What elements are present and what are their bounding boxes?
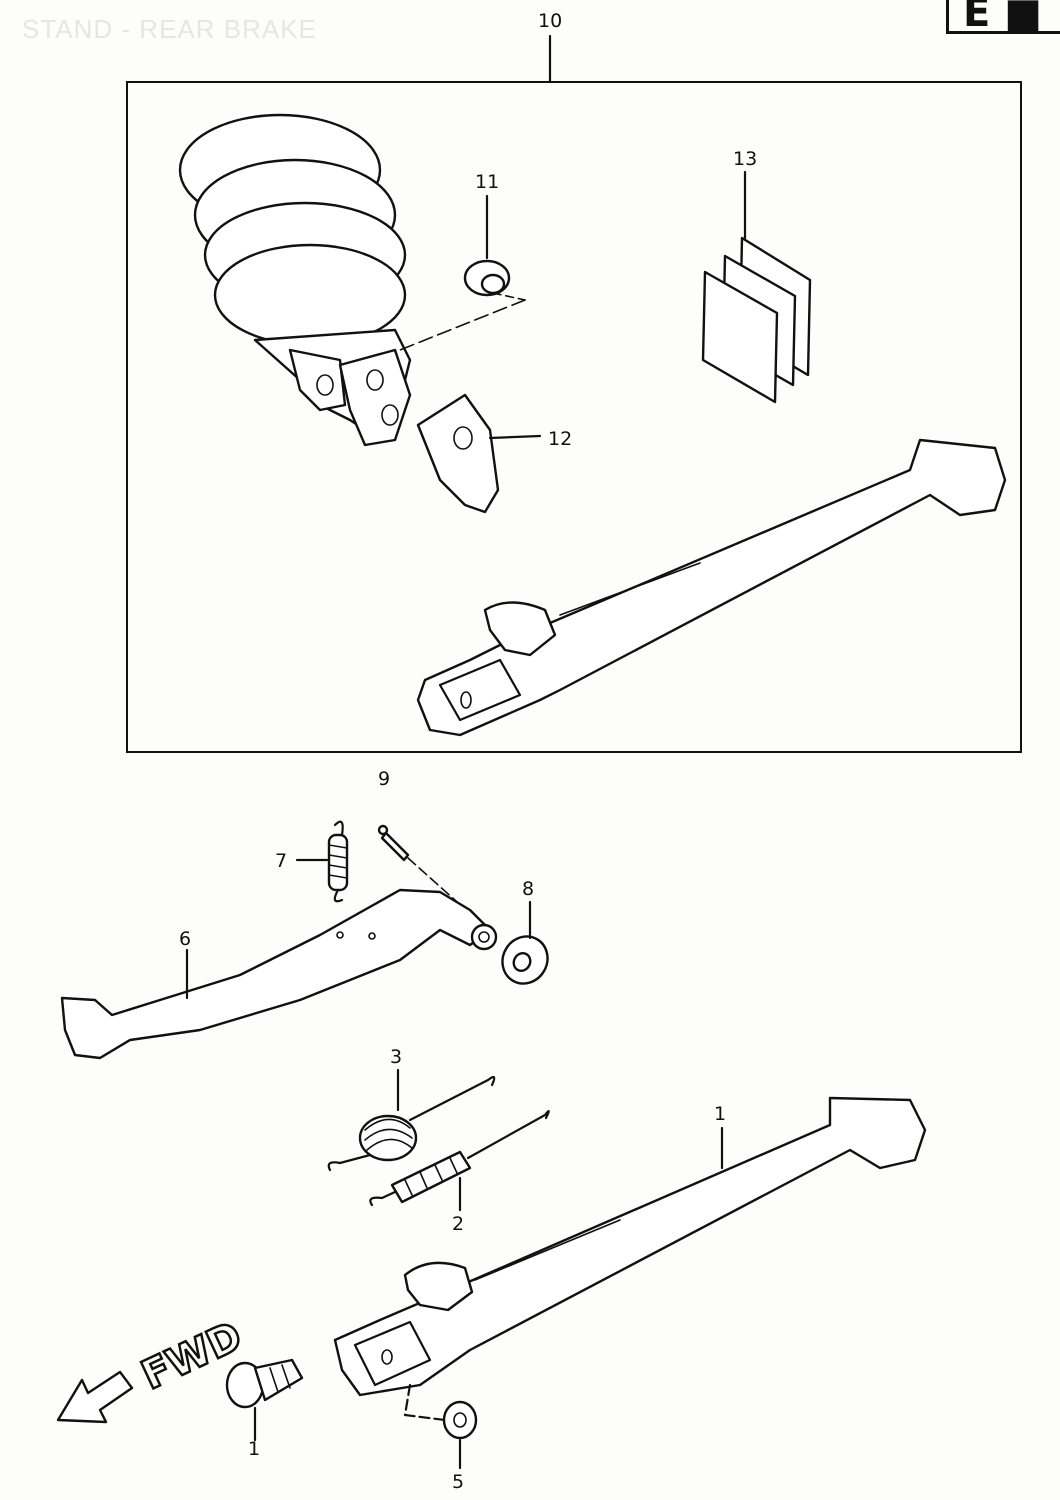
spring-7	[327, 820, 349, 903]
nut-5	[403, 1383, 478, 1440]
callout-5: 5	[452, 1471, 464, 1493]
callout-10: 10	[538, 10, 562, 32]
spring-2	[369, 1110, 550, 1207]
callout-6: 6	[179, 928, 191, 950]
pads-13	[701, 236, 812, 404]
spring-3	[327, 1075, 496, 1172]
callout-1-stand: 1	[714, 1103, 726, 1125]
kit-side-stand	[416, 438, 1007, 737]
nut-11	[394, 259, 526, 353]
page-title: STAND - REAR BRAKE	[22, 14, 317, 44]
callout-1-bolt: 1	[248, 1438, 260, 1460]
forward-arrow-icon	[56, 1370, 134, 1424]
shock-absorber	[178, 113, 412, 447]
callout-3: 3	[390, 1046, 402, 1068]
section-tab: E ■	[946, 0, 1060, 34]
callout-12: 12	[548, 428, 572, 450]
washer-8	[501, 935, 549, 985]
callout-11: 11	[475, 171, 499, 193]
callout-7: 7	[275, 850, 287, 872]
kit-box-10	[126, 81, 1022, 753]
callout-9: 9	[378, 768, 390, 790]
callout-13: 13	[733, 148, 757, 170]
leader-12	[488, 434, 542, 440]
callout-8: 8	[522, 878, 534, 900]
side-stand-1	[333, 1096, 927, 1397]
bracket-12	[416, 393, 500, 514]
brake-pedal-6	[60, 888, 498, 1060]
pivot-bolt	[225, 1358, 304, 1409]
callout-2: 2	[452, 1213, 464, 1235]
section-letter: E	[963, 0, 991, 36]
